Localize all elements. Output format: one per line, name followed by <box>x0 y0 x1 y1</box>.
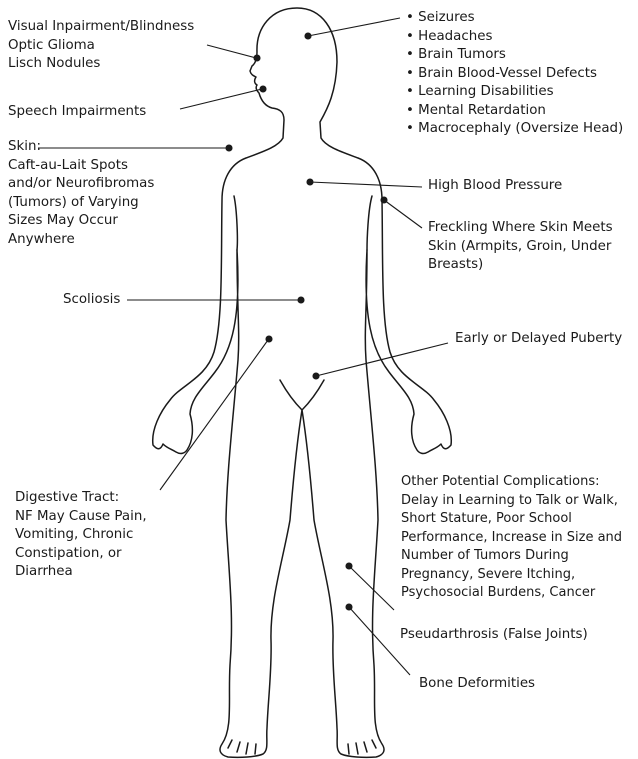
label-blood-pressure: High Blood Pressure <box>428 177 562 196</box>
label-freckling-line: Skin (Armpits, Groin, Under <box>428 238 613 257</box>
label-skin-line: Sizes May Occur <box>8 212 154 231</box>
dot-puberty <box>313 373 319 379</box>
label-skin: Skin: Caft-au-Lait Spots and/or Neurofib… <box>8 138 154 249</box>
label-brain-line: • Macrocephaly (Oversize Head) <box>406 120 623 139</box>
label-eyes-line: Optic Glioma <box>8 37 194 56</box>
label-skin-line: (Tumors) of Varying <box>8 194 154 213</box>
label-bone-deformities: Bone Deformities <box>419 675 535 694</box>
dot-speech <box>260 86 266 92</box>
dot-bone <box>346 604 352 610</box>
label-blood-pressure-line: High Blood Pressure <box>428 177 562 196</box>
leader-brain <box>308 18 400 36</box>
label-digestive-line: Diarrhea <box>15 563 147 582</box>
label-brain-line: • Learning Disabilities <box>406 83 623 102</box>
label-freckling: Freckling Where Skin Meets Skin (Armpits… <box>428 219 613 275</box>
label-freckling-line: Freckling Where Skin Meets <box>428 219 613 238</box>
dot-digestive <box>266 336 272 342</box>
label-brain: • Seizures • Headaches • Brain Tumors • … <box>406 9 623 139</box>
dot-pseudarthrosis <box>346 563 352 569</box>
label-other-line: Performance, Increase in Size and <box>401 529 622 548</box>
dot-scoliosis <box>298 297 304 303</box>
label-skin-line: Anywhere <box>8 231 154 250</box>
label-speech: Speech Impairments <box>8 103 146 122</box>
label-skin-line: Skin: <box>8 138 154 157</box>
label-other-line: Delay in Learning to Talk or Walk, <box>401 492 622 511</box>
label-eyes-line: Visual Inpairment/Blindness <box>8 18 194 37</box>
label-digestive-line: Constipation, or <box>15 545 147 564</box>
label-freckling-line: Breasts) <box>428 256 613 275</box>
left-arm-inner-line <box>234 196 237 250</box>
dot-blood-pressure <box>307 179 313 185</box>
label-digestive-line: Digestive Tract: <box>15 489 147 508</box>
dot-skin <box>226 145 232 151</box>
leader-eyes <box>207 45 256 58</box>
leader-freckling <box>384 200 422 228</box>
label-brain-line: • Brain Blood-Vessel Defects <box>406 65 623 84</box>
leader-blood-pressure <box>310 182 422 187</box>
label-other-line: Other Potential Complications: <box>401 473 622 492</box>
leader-speech <box>180 89 262 109</box>
label-other-line: Short Stature, Poor School <box>401 510 622 529</box>
right-arm-inner-line <box>367 196 372 250</box>
label-scoliosis-line: Scoliosis <box>63 291 120 310</box>
label-other-line: Number of Tumors During <box>401 547 622 566</box>
label-digestive: Digestive Tract: NF May Cause Pain, Vomi… <box>15 489 147 582</box>
label-digestive-line: NF May Cause Pain, <box>15 508 147 527</box>
label-skin-line: Caft-au-Lait Spots <box>8 157 154 176</box>
leader-digestive <box>160 340 268 490</box>
toes-left <box>228 740 256 754</box>
label-puberty-line: Early or Delayed Puberty <box>455 330 622 349</box>
label-eyes: Visual Inpairment/Blindness Optic Glioma… <box>8 18 194 74</box>
leader-pseudarthrosis <box>349 566 394 610</box>
label-other-complications: Other Potential Complications: Delay in … <box>401 473 622 603</box>
label-speech-line: Speech Impairments <box>8 103 146 122</box>
label-brain-line: • Mental Retardation <box>406 102 623 121</box>
label-other-line: Psychosocial Burdens, Cancer <box>401 584 622 603</box>
label-skin-line: and/or Neurofibromas <box>8 175 154 194</box>
label-scoliosis: Scoliosis <box>63 291 120 310</box>
dot-eyes <box>254 55 260 61</box>
label-other-line: Pregnancy, Severe Itching, <box>401 566 622 585</box>
label-pseudarthrosis: Pseudarthrosis (False Joints) <box>400 626 588 645</box>
dot-brain <box>305 33 311 39</box>
label-brain-line: • Seizures <box>406 9 623 28</box>
label-digestive-line: Vomiting, Chronic <box>15 526 147 545</box>
toes-right <box>348 740 376 754</box>
leader-puberty <box>316 343 448 376</box>
label-bone-line: Bone Deformities <box>419 675 535 694</box>
label-brain-line: • Headaches <box>406 28 623 47</box>
label-brain-line: • Brain Tumors <box>406 46 623 65</box>
label-pseudarthrosis-line: Pseudarthrosis (False Joints) <box>400 626 588 645</box>
label-eyes-line: Lisch Nodules <box>8 55 194 74</box>
groin-line <box>280 380 324 410</box>
dot-freckling <box>381 197 387 203</box>
label-puberty: Early or Delayed Puberty <box>455 330 622 349</box>
